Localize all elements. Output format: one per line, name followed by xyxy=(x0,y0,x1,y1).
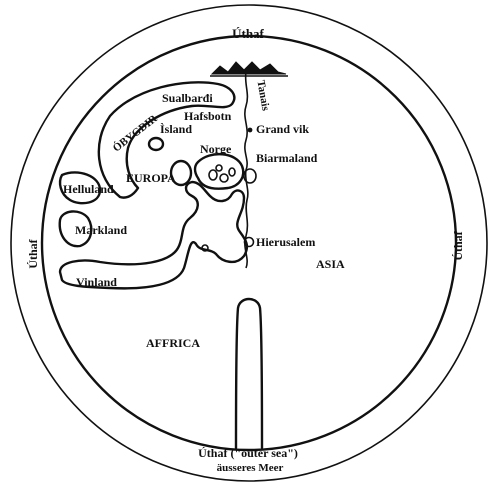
biarmaland-lake xyxy=(243,168,257,184)
landmass-border xyxy=(40,34,458,452)
label-norge: Norge xyxy=(200,142,232,156)
tanais-mountains xyxy=(210,61,287,75)
label-biarmaland: Biarmaland xyxy=(256,151,318,165)
label-uthaf-top: Úthaf xyxy=(232,26,264,41)
label-europa: EUROPA xyxy=(126,171,176,185)
island-markland xyxy=(58,210,93,248)
label-affrica: AFFRICA xyxy=(146,336,200,350)
island-europa xyxy=(169,159,193,187)
grand-vik-marker xyxy=(247,127,253,133)
hierusalem-marker xyxy=(243,236,255,248)
label-uthaf-left: Úthaf xyxy=(26,238,40,268)
label-ausseres-meer: äusseres Meer xyxy=(217,462,284,474)
label-grand-vik: Grand vik xyxy=(256,122,309,136)
lake-2 xyxy=(219,173,229,183)
lake-1 xyxy=(208,169,218,181)
outer-ring xyxy=(10,4,488,482)
lake-4 xyxy=(215,164,223,172)
label-tanais: Tanais xyxy=(254,79,271,112)
label-uthaf-right: Úthaf xyxy=(451,230,465,260)
small-island-marker xyxy=(201,244,209,252)
label-uthaf-bottom: Úthaf ("outer sea") xyxy=(198,446,298,460)
mediterranean xyxy=(58,180,249,290)
obygdir-arm xyxy=(97,81,236,199)
norge-peninsula xyxy=(193,153,245,190)
label-sualbardi: Sualbarđi xyxy=(162,91,213,105)
island-helluland xyxy=(58,171,102,205)
label-hierusalem: Hierusalem xyxy=(256,235,315,249)
tanais-river xyxy=(244,71,249,269)
label-asia: ASIA xyxy=(316,257,345,271)
red-sea-divide xyxy=(234,297,264,450)
label-markland: Markland xyxy=(75,223,127,237)
lake-3 xyxy=(228,167,236,177)
island-iceland xyxy=(147,136,165,152)
label-island: Ìsland xyxy=(160,122,192,136)
label-vinland: Vinland xyxy=(76,275,117,289)
label-helluland: Helluland xyxy=(63,182,114,196)
label-hafsbotn: Hafsbotn xyxy=(184,109,232,123)
